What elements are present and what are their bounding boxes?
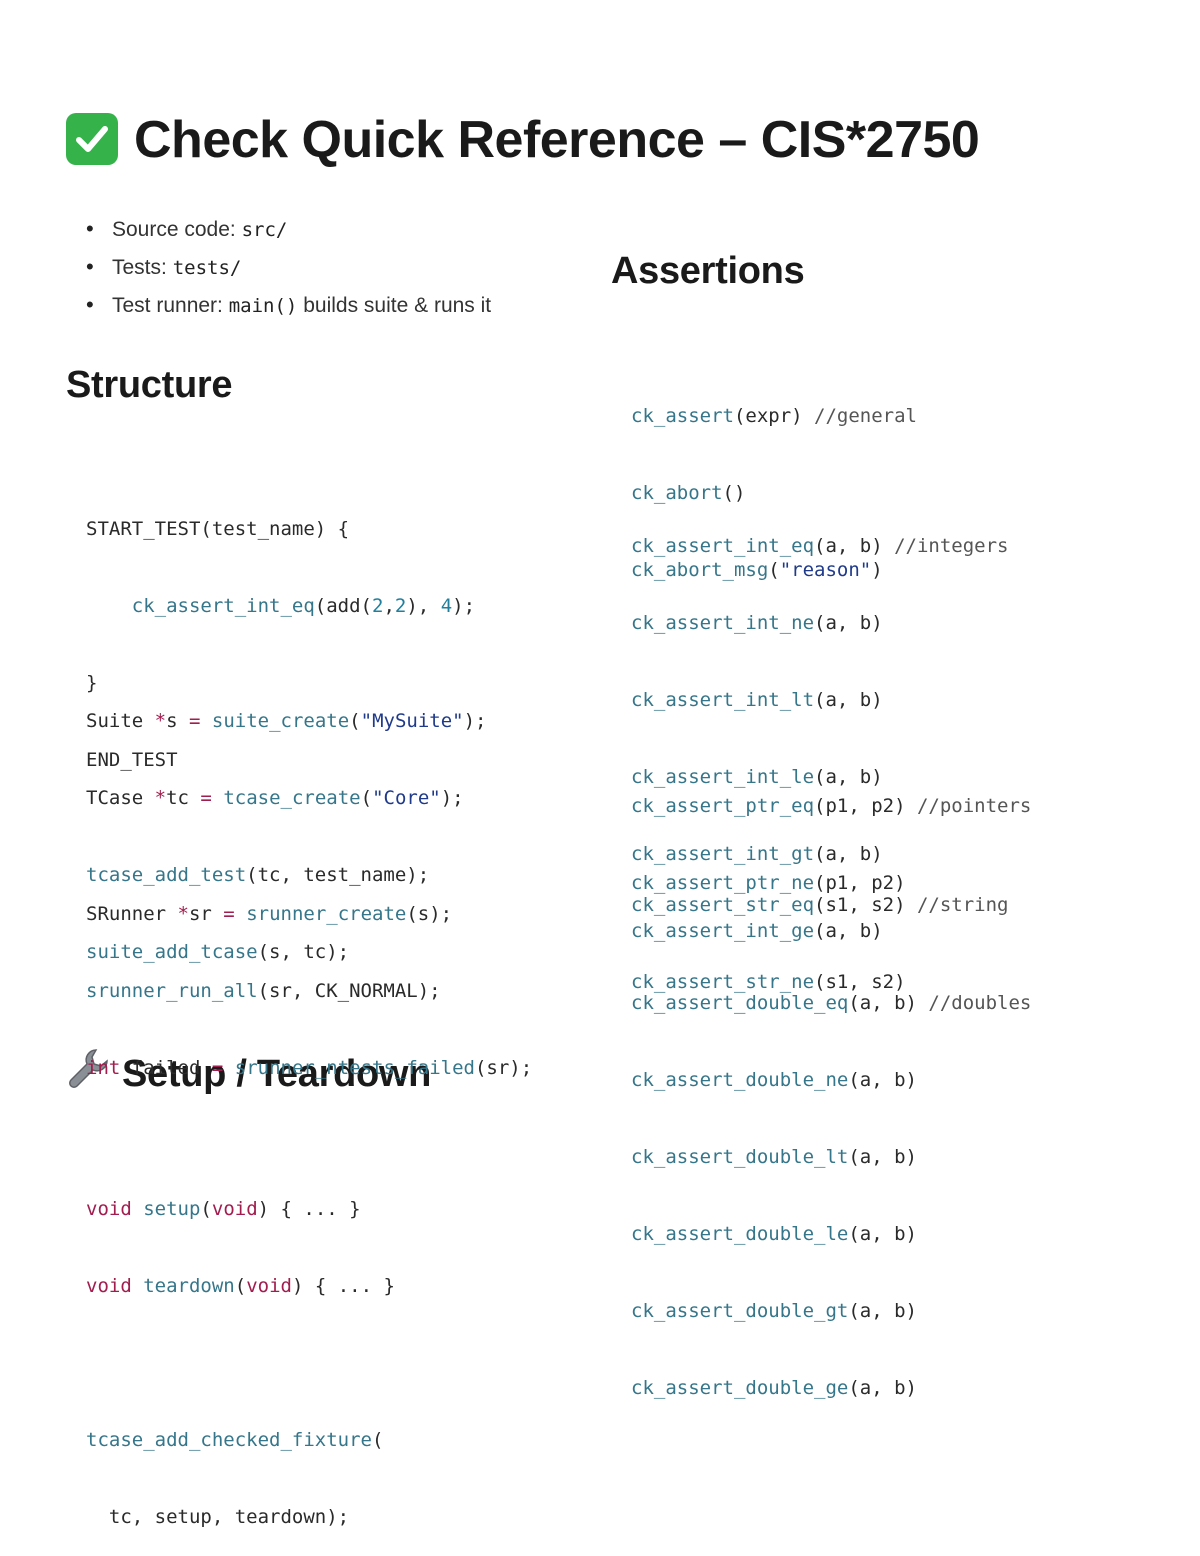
code-line: ck_assert_ptr_eq(p1, p2) //pointers: [631, 795, 1032, 817]
code-line: ck_assert(expr) //general: [631, 405, 917, 427]
code-block-fixture: void setup(void) { ... } void teardown(v…: [86, 1149, 395, 1556]
code-line: START_TEST(test_name) {: [86, 518, 350, 540]
code-line: suite_add_tcase(s, tc);: [86, 941, 350, 963]
code-line: tc, setup, teardown);: [86, 1506, 350, 1528]
code-line: ck_assert_double_gt(a, b): [631, 1300, 917, 1322]
code-line: ck_assert_ptr_ne(p1, p2): [631, 872, 906, 894]
structure-heading: Structure: [66, 364, 233, 406]
code-line: srunner_run_all(sr, CK_NORMAL);: [86, 980, 441, 1002]
inline-code: tests/: [172, 257, 242, 279]
code-line: void teardown(void) { ... }: [86, 1275, 395, 1297]
code-line: }: [86, 672, 98, 694]
page-title-text: Check Quick Reference – CIS*2750: [134, 111, 980, 169]
code-line: ck_assert_int_le(a, b): [631, 766, 883, 788]
code-line: ck_assert_double_lt(a, b): [631, 1146, 917, 1168]
assertions-heading: Assertions: [611, 250, 805, 292]
setup-heading: Setup / Teardown: [66, 1046, 431, 1096]
code-line: ck_assert_int_gt(a, b): [631, 843, 883, 865]
code-block-assert-double: ck_assert_double_eq(a, b) //doubles ck_a…: [631, 943, 1031, 1427]
code-line: void setup(void) { ... }: [86, 1198, 361, 1220]
code-line: ck_assert_int_ge(a, b): [631, 920, 883, 942]
check-mark-button-icon: [66, 113, 118, 165]
setup-heading-text: Setup / Teardown: [122, 1053, 432, 1095]
inline-code: main(): [228, 295, 298, 317]
code-block-assert-ptr: ck_assert_ptr_eq(p1, p2) //pointers ck_a…: [631, 746, 1031, 922]
code-block-assert-general: ck_assert(expr) //general ck_abort() ck_…: [631, 356, 917, 609]
code-line: TCase *tc = tcase_create("Core");: [86, 787, 464, 809]
code-line: int failed = srunner_ntests_failed(sr);: [86, 1057, 533, 1079]
inline-code: src/: [241, 219, 288, 241]
info-list: Source code: src/ Tests: tests/ Test run…: [86, 210, 491, 324]
code-line: ck_assert_str_ne(s1, s2): [631, 971, 906, 993]
code-line: [86, 1347, 395, 1380]
code-line: ck_assert_int_eq(a, b) //integers: [631, 535, 1009, 557]
wrench-icon: [69, 1049, 108, 1088]
list-item: Test runner: main() builds suite & runs …: [86, 286, 491, 324]
code-line: tcase_add_test(tc, test_name);: [86, 864, 430, 886]
code-line: ck_assert_double_eq(a, b) //doubles: [631, 992, 1032, 1014]
code-line: ck_assert_int_lt(a, b): [631, 689, 883, 711]
code-line: END_TEST: [86, 749, 178, 771]
code-line: ck_assert_double_ge(a, b): [631, 1377, 917, 1399]
code-block-runner: SRunner *sr = srunner_create(s); srunner…: [86, 854, 532, 1107]
code-line: ck_abort_msg("reason"): [631, 559, 883, 581]
page-title: Check Quick Reference – CIS*2750: [66, 104, 980, 176]
code-block-test-def: START_TEST(test_name) { ck_assert_int_eq…: [86, 469, 475, 799]
code-line: ck_abort(): [631, 482, 746, 504]
code-line: tcase_add_checked_fixture(: [86, 1429, 384, 1451]
code-line: ck_assert_str_eq(s1, s2) //string: [631, 894, 1009, 916]
code-line: ck_assert_double_le(a, b): [631, 1223, 917, 1245]
code-line: Suite *s = suite_create("MySuite");: [86, 710, 487, 732]
code-line: SRunner *sr = srunner_create(s);: [86, 903, 453, 925]
code-block-assert-int: ck_assert_int_eq(a, b) //integers ck_ass…: [631, 486, 1009, 970]
list-item: Source code: src/: [86, 210, 491, 248]
code-block-assert-str: ck_assert_str_eq(s1, s2) //string ck_ass…: [631, 845, 1009, 1021]
code-line: ck_assert_double_ne(a, b): [631, 1069, 917, 1091]
code-line: ck_assert_int_eq(add(2,2), 4);: [131, 595, 476, 617]
code-line: ck_assert_int_ne(a, b): [631, 612, 883, 634]
list-item: Tests: tests/: [86, 248, 491, 286]
code-block-suite-setup: Suite *s = suite_create("MySuite"); TCas…: [86, 661, 486, 991]
